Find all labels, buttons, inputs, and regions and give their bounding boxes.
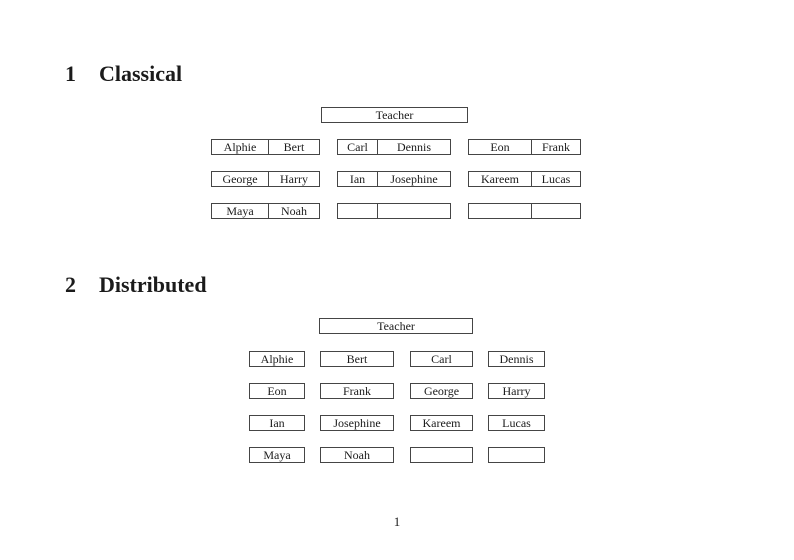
desk-cell-left: Eon (469, 140, 532, 154)
seat-label: Maya (226, 204, 254, 218)
seat-label: Carl (347, 140, 368, 154)
seat-label: Dennis (397, 140, 431, 154)
seat-box: George (410, 383, 473, 399)
desk-cell-left: Carl (338, 140, 378, 154)
seat-box: Ian (249, 415, 305, 431)
desk-cell-right: Bert (269, 140, 319, 154)
section-number: 2 (65, 272, 76, 297)
teacher-box: Teacher (321, 107, 468, 123)
desk-cell-right: Dennis (378, 140, 450, 154)
section-heading-classical: 1 Classical (65, 63, 182, 85)
seat-label: Alphie (260, 352, 294, 366)
seat-label: Kareem (481, 172, 519, 186)
seat-label: Carl (431, 352, 452, 366)
desk-box: Alphie Bert (211, 139, 320, 155)
seat-label: Ian (349, 172, 366, 186)
seat-label: Noah (281, 204, 307, 218)
seat-label: Harry (502, 384, 531, 398)
seat-box: Maya (249, 447, 305, 463)
section-title: Distributed (99, 272, 207, 297)
seat-box: Frank (320, 383, 394, 399)
desk-box: Carl Dennis (337, 139, 451, 155)
seat-label: Lucas (541, 172, 571, 186)
seat-box-empty (410, 447, 473, 463)
seat-label: Maya (263, 448, 291, 462)
desk-box: Kareem Lucas (468, 171, 581, 187)
seat-box: Lucas (488, 415, 545, 431)
seat-label: Kareem (422, 416, 461, 430)
seat-box: Alphie (249, 351, 305, 367)
desk-box-empty (337, 203, 451, 219)
desk-cell-right (532, 204, 580, 218)
desk-cell-right: Frank (532, 140, 580, 154)
seat-label: Frank (343, 384, 371, 398)
seat-box: Carl (410, 351, 473, 367)
section-number: 1 (65, 61, 76, 86)
desk-cell-left: Maya (212, 204, 269, 218)
desk-cell-right: Harry (269, 172, 319, 186)
desk-cell-right (378, 204, 450, 218)
desk-cell-left: Alphie (212, 140, 269, 154)
seat-box: Kareem (410, 415, 473, 431)
seat-label: George (222, 172, 258, 186)
page-number: 1 (393, 514, 401, 529)
seat-box: Eon (249, 383, 305, 399)
desk-cell-left (338, 204, 378, 218)
desk-box: George Harry (211, 171, 320, 187)
teacher-label: Teacher (375, 108, 414, 122)
seat-label: Josephine (333, 416, 381, 430)
desk-cell-right: Noah (269, 204, 319, 218)
teacher-box: Teacher (319, 318, 473, 334)
seat-label: George (423, 384, 460, 398)
desk-cell-left: Kareem (469, 172, 532, 186)
section-heading-distributed: 2 Distributed (65, 274, 207, 296)
desk-cell-left (469, 204, 532, 218)
section-title: Classical (99, 61, 183, 86)
seat-box: Harry (488, 383, 545, 399)
desk-cell-right: Lucas (532, 172, 580, 186)
desk-cell-left: George (212, 172, 269, 186)
seat-label: Eon (490, 140, 510, 154)
seat-box: Bert (320, 351, 394, 367)
seat-label: Bert (346, 352, 368, 366)
seat-label: Harry (280, 172, 308, 186)
seat-label: Frank (542, 140, 570, 154)
seat-box: Dennis (488, 351, 545, 367)
desk-cell-left: Ian (338, 172, 378, 186)
seat-label: Noah (344, 448, 370, 462)
desk-cell-right: Josephine (378, 172, 450, 186)
seat-label: Alphie (223, 140, 257, 154)
teacher-label: Teacher (377, 319, 415, 333)
desk-box-empty (468, 203, 581, 219)
seat-box: Noah (320, 447, 394, 463)
seat-label: Dennis (499, 352, 534, 366)
seat-box-empty (488, 447, 545, 463)
seat-label: Lucas (502, 416, 531, 430)
seat-label: Eon (267, 384, 287, 398)
seat-label: Bert (283, 140, 305, 154)
desk-box: Maya Noah (211, 203, 320, 219)
seat-box: Josephine (320, 415, 394, 431)
desk-box: Eon Frank (468, 139, 581, 155)
seat-label: Ian (269, 416, 285, 430)
desk-box: Ian Josephine (337, 171, 451, 187)
seat-label: Josephine (390, 172, 438, 186)
